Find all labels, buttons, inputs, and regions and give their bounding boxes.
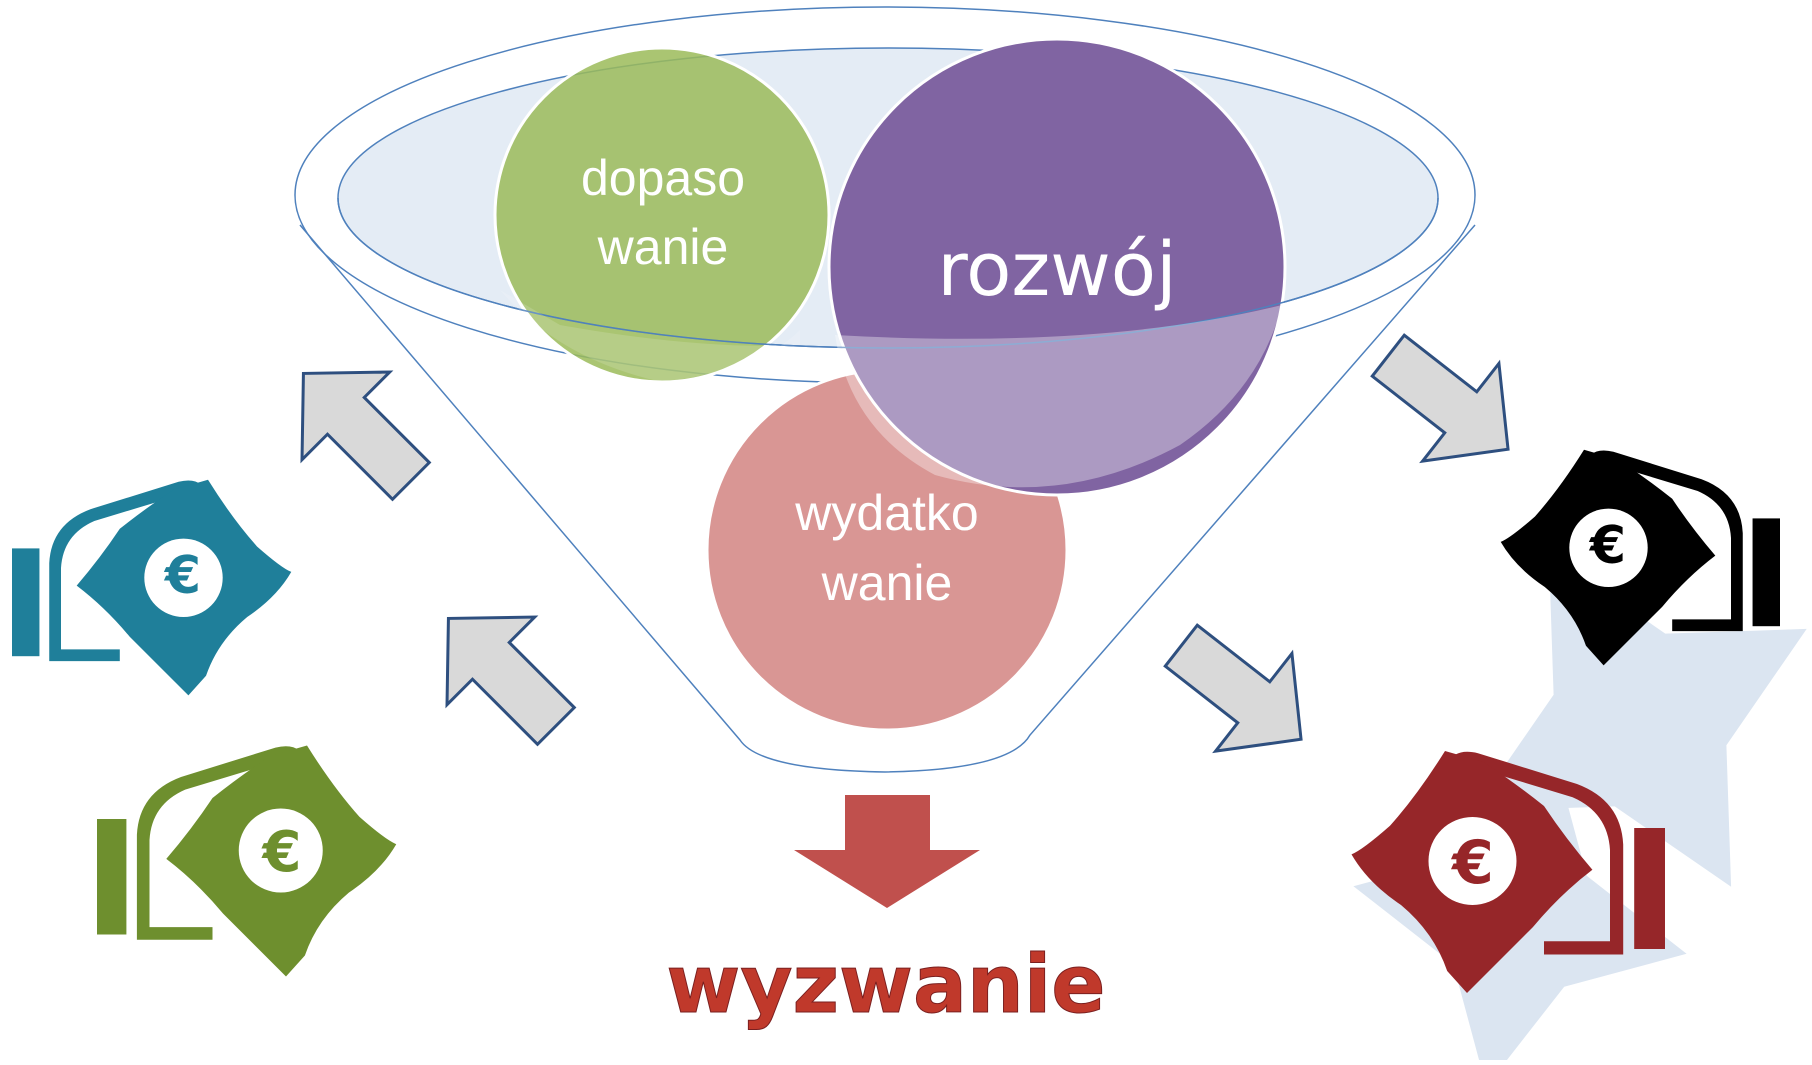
arrow-lower-left [445,615,577,747]
arrow-upper-right [1370,333,1510,464]
funnel-body [299,224,1476,773]
euro-symbol-green: € [261,820,302,885]
label-dopasowanie-line1: dopaso [581,150,745,206]
money-hand-green-icon [97,745,397,977]
arrow-upper-left [300,370,432,502]
purple-lower-tint [835,305,1282,488]
arrow-lower-right [1163,623,1303,754]
result-label: wyzwanie [666,938,1105,1031]
circle-rozwoj [827,37,1287,497]
label-wydatkowanie-line2: wanie [821,555,953,611]
euro-symbol-black: € [1589,516,1626,576]
down-arrow [794,795,980,908]
circle-dopasowanie [493,46,831,384]
green-lower-tint [500,290,800,382]
label-dopasowanie-line2: wanie [597,219,729,275]
euro-symbol-teal: € [164,546,201,606]
label-rozwoj: rozwój [937,227,1176,313]
rim-overlay [337,197,1439,349]
label-wydatkowanie-line1: wydatko [794,485,978,541]
money-hand-teal-icon [12,479,292,696]
euro-symbol-red: € [1450,828,1494,898]
